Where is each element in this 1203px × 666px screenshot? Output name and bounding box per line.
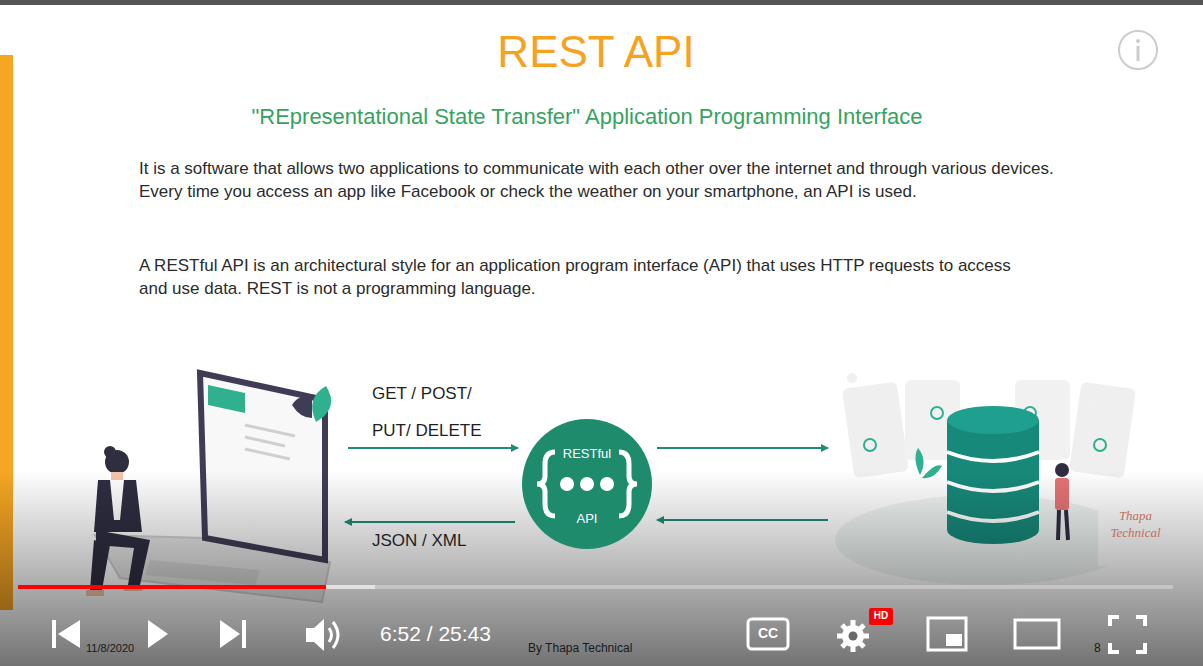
node-text: RESTful bbox=[521, 446, 653, 462]
paragraph: A RESTful API is an architectural style … bbox=[139, 254, 1039, 301]
paragraph: It is a software that allows two applica… bbox=[139, 157, 1084, 204]
format-label-slot: JSON / XML bbox=[372, 530, 466, 551]
slide-date-slot: 11/8/2020 bbox=[86, 642, 134, 656]
circle-shape bbox=[521, 418, 653, 550]
hd-badge-slot: HD bbox=[869, 610, 893, 622]
slide-footer: By Thapa Technical bbox=[528, 641, 632, 656]
brace-symbol bbox=[537, 452, 555, 516]
method-label-slot: PUT/ DELETE bbox=[372, 420, 482, 441]
paragraph-slot: It is a software that allows two applica… bbox=[139, 157, 1084, 204]
slide-date: 11/8/2020 bbox=[86, 642, 134, 656]
watermark-slot: Thapa Technical bbox=[1100, 508, 1171, 542]
dot-symbol bbox=[580, 477, 594, 491]
subtitle: "REpresentational State Transfer" Applic… bbox=[87, 103, 1087, 131]
slide-footer-slot: By Thapa Technical bbox=[528, 641, 632, 656]
paragraph-slot: A RESTful API is an architectural style … bbox=[139, 254, 1039, 301]
method-label-slot: GET / POST/ bbox=[372, 383, 472, 404]
circle-outline bbox=[522, 419, 652, 549]
brace-symbol bbox=[619, 452, 637, 516]
info-icon bbox=[1119, 31, 1157, 69]
time-display-slot: 6:52 / 25:43 bbox=[380, 621, 491, 647]
cc-button: CC bbox=[748, 626, 788, 641]
api-circle: RESTfulAPI bbox=[521, 418, 653, 550]
top-edge bbox=[0, 0, 1203, 5]
subtitle-slot: "REpresentational State Transfer" Applic… bbox=[87, 103, 1087, 131]
dot-symbol bbox=[560, 477, 574, 491]
method-label: PUT/ DELETE bbox=[372, 420, 482, 441]
slide-title-slot: REST API bbox=[0, 26, 1192, 79]
slide-number-slot: 8 bbox=[1094, 641, 1101, 656]
watermark: Thapa Technical bbox=[1100, 508, 1171, 542]
format-label: JSON / XML bbox=[372, 530, 466, 551]
progress-bar bbox=[18, 585, 1173, 589]
hd-badge: HD bbox=[869, 610, 893, 622]
slide-title: REST API bbox=[0, 26, 1192, 79]
dot-symbol bbox=[600, 477, 614, 491]
time-display: 6:52 / 25:43 bbox=[380, 621, 491, 647]
cc-button-slot: CC bbox=[748, 626, 788, 641]
slide-number: 8 bbox=[1094, 641, 1101, 656]
node-text: API bbox=[521, 511, 653, 527]
method-label: GET / POST/ bbox=[372, 383, 472, 404]
